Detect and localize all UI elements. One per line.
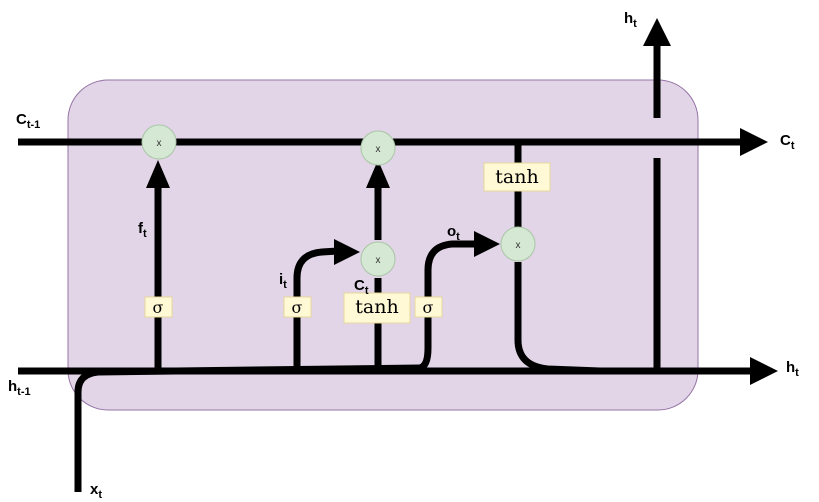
hidden-output-arrowhead xyxy=(750,357,778,385)
mult-forget-symbol: x xyxy=(157,138,162,149)
label-f-gate: ft xyxy=(138,220,147,240)
label-c-out: Ct xyxy=(780,132,795,152)
label-c-prev: Ct-1 xyxy=(16,111,40,131)
label-h-prev: ht-1 xyxy=(8,378,31,398)
label-i-gate: it xyxy=(279,271,287,291)
mult-input-symbol: x xyxy=(376,144,381,155)
hidden-up-arrowhead xyxy=(643,18,671,46)
output-gate-line xyxy=(418,240,478,372)
tanh-cell-label: tanh xyxy=(495,166,538,188)
sigma-forget-label: σ xyxy=(153,298,164,317)
sigma-input-label: σ xyxy=(292,298,303,317)
sigma-output-gate: σ xyxy=(414,296,443,318)
label-h-out-top: ht xyxy=(624,10,637,30)
mult-node-candidate: x xyxy=(360,241,396,277)
forget-arrowhead xyxy=(146,160,170,188)
input-arrowhead xyxy=(334,239,360,265)
label-h-out-right: ht xyxy=(786,359,799,379)
candidate-arrowhead xyxy=(366,160,390,188)
input-gate-line xyxy=(293,247,339,371)
sigma-output-label: σ xyxy=(423,298,434,317)
output-to-hidden-line xyxy=(514,262,601,375)
mult-output-symbol: x xyxy=(516,240,521,251)
tanh-candidate-label: tanh xyxy=(355,296,398,318)
mult-node-input: x xyxy=(360,130,396,166)
output-arrowhead xyxy=(474,231,500,257)
sigma-forget-gate: σ xyxy=(144,296,173,318)
tanh-candidate-gate: tanh xyxy=(343,292,411,324)
input-x-line xyxy=(74,364,421,492)
label-x-in: xt xyxy=(90,481,102,501)
label-o-gate: ot xyxy=(447,223,460,243)
cell-state-arrowhead xyxy=(740,128,768,156)
mult-node-output: x xyxy=(500,226,536,262)
mult-candidate-symbol: x xyxy=(376,255,381,266)
mult-node-forget: x xyxy=(141,124,177,160)
sigma-input-gate: σ xyxy=(283,296,312,318)
label-c-candidate: Ct xyxy=(354,277,369,297)
tanh-cell-gate: tanh xyxy=(483,162,551,192)
